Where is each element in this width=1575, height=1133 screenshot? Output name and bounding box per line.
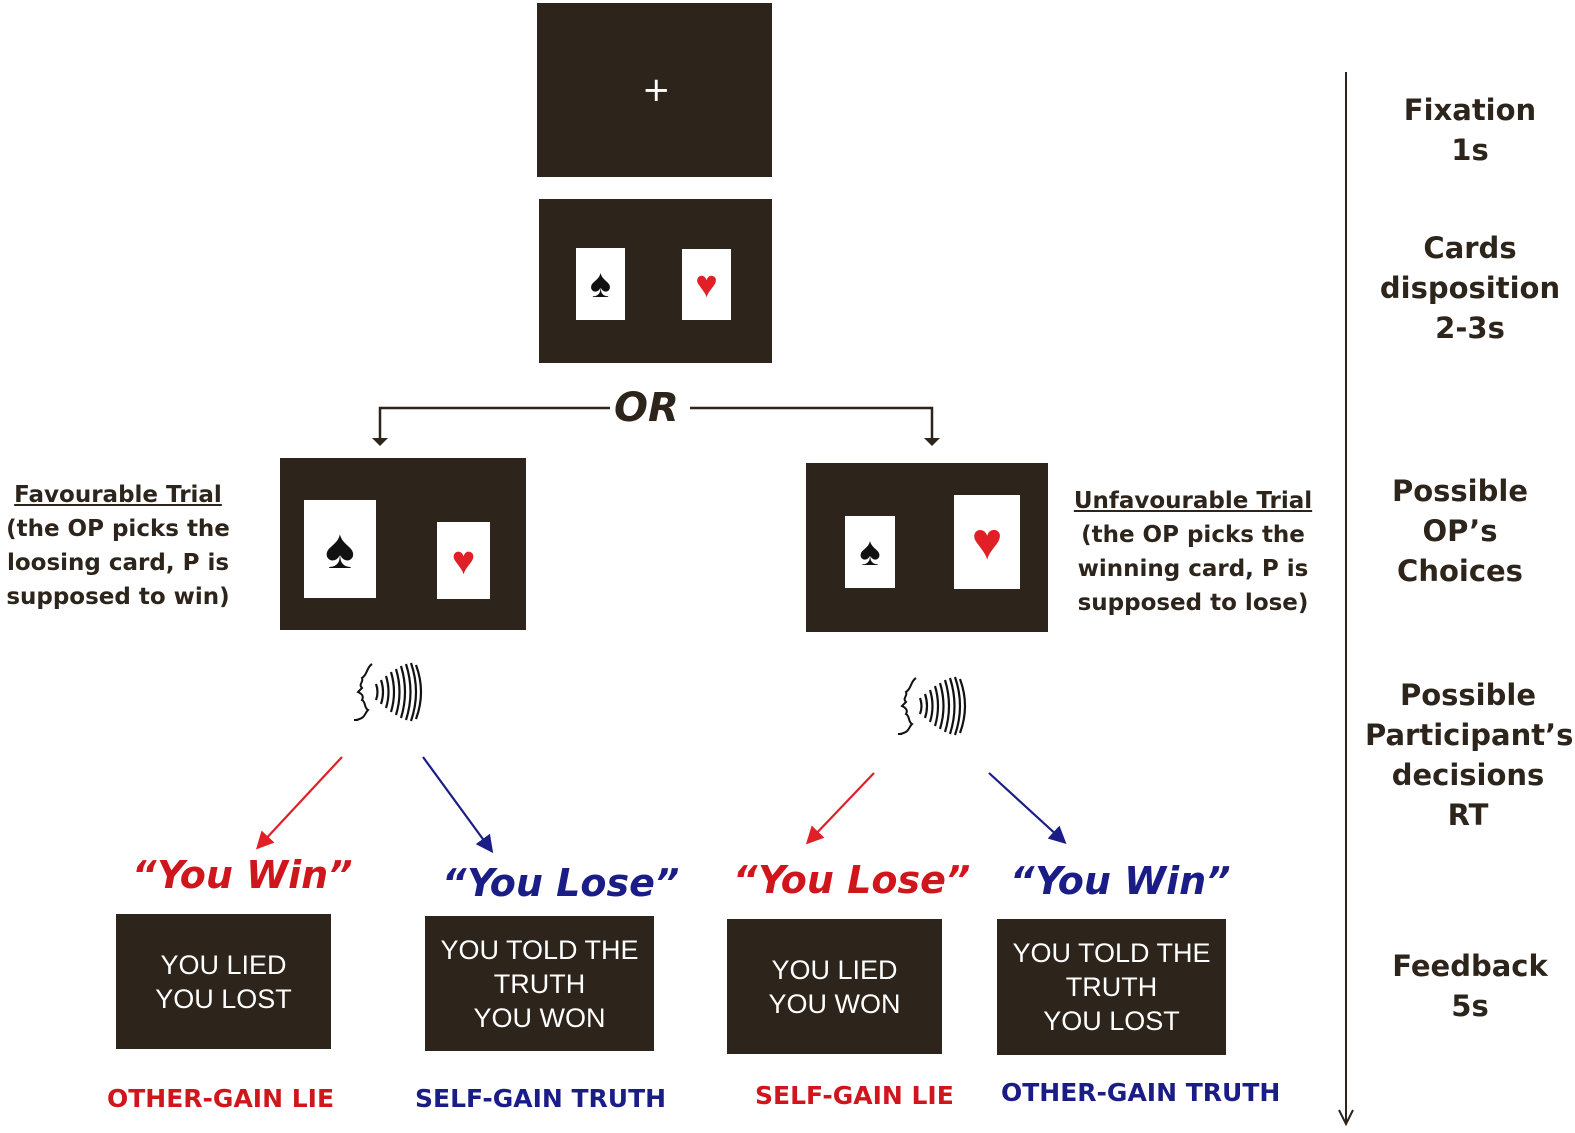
feedback-screen: YOU LIED YOU LOST: [116, 914, 331, 1049]
stage-label-line: 2-3s: [1435, 311, 1505, 345]
stage-label-line: 1s: [1451, 133, 1489, 167]
stage-label-line: Possible: [1399, 678, 1536, 712]
stage-label-line: disposition: [1379, 271, 1561, 305]
unfavourable-trial-screen: ♠ ♥: [806, 463, 1048, 632]
speaking-face-icon: [898, 676, 967, 736]
verbal-response-quote: “You Lose”: [442, 861, 680, 905]
unfavourable-trial-desc-line: winning card, P is: [1077, 556, 1309, 582]
stage-op-choices: Possible OP’s Choices: [1360, 471, 1560, 591]
stage-label-line: OP’s: [1422, 514, 1498, 548]
feedback-line: TRUTH: [1065, 972, 1158, 1002]
outcome-category-label: OTHER-GAIN TRUTH: [1001, 1078, 1281, 1107]
cards-disposition-screen: ♠ ♥: [539, 199, 772, 363]
stage-label-line: RT: [1447, 798, 1489, 832]
feedback-line: YOU LIED: [771, 955, 898, 985]
outcome-category-label: SELF-GAIN LIE: [755, 1081, 954, 1110]
unfavourable-trial-title: Unfavourable Trial: [1073, 488, 1313, 514]
feedback-screen: YOU TOLD THE TRUTH YOU WON: [425, 916, 654, 1051]
speaking-face-icon: [354, 662, 423, 722]
heart-icon: ♥: [971, 513, 1003, 571]
feedback-line: YOU LIED: [160, 950, 287, 980]
favourable-trial-desc-line: (the OP picks the: [6, 516, 230, 542]
heart-card: ♥: [437, 522, 490, 599]
feedback-screen: YOU TOLD THE TRUTH YOU LOST: [997, 919, 1226, 1055]
stage-label-line: Fixation: [1403, 93, 1537, 127]
timeline-arrow: [1338, 72, 1354, 1127]
stage-label-line: Feedback: [1392, 949, 1548, 983]
or-branch-lines: [372, 406, 940, 446]
fixation-screen: +: [537, 3, 772, 177]
favourable-trial-screen: ♠ ♥: [280, 458, 526, 630]
unfavourable-trial-desc-line: supposed to lose): [1077, 590, 1309, 616]
feedback-line: YOU TOLD THE: [1012, 938, 1211, 968]
feedback-line: YOU LOST: [155, 984, 292, 1014]
feedback-screen: YOU LIED YOU WON: [727, 919, 942, 1054]
stage-fixation: Fixation 1s: [1370, 90, 1570, 170]
verbal-response-quote: “You Win”: [1010, 859, 1231, 903]
outcome-category-label: OTHER-GAIN LIE: [107, 1084, 335, 1113]
feedback-line: YOU LOST: [1043, 1006, 1180, 1036]
stage-label-line: Possible: [1391, 474, 1528, 508]
heart-card-picked: ♥: [954, 495, 1020, 589]
favourable-trial-desc-line: supposed to win): [6, 584, 230, 610]
heart-icon: ♥: [695, 263, 718, 306]
stage-label-line: Cards: [1423, 231, 1517, 265]
spade-icon: ♠: [859, 530, 881, 574]
spade-card-picked: ♠: [304, 500, 376, 598]
favourable-trial-label: Favourable Trial (the OP picks the loosi…: [0, 478, 236, 614]
decision-arrows: [256, 756, 1067, 854]
heart-card: ♥: [682, 249, 731, 320]
verbal-response-quote: “You Win”: [132, 853, 353, 897]
arrow-truth-right: [988, 772, 1067, 844]
unfavourable-trial-desc-line: (the OP picks the: [1081, 522, 1305, 548]
unfavourable-trial-label: Unfavourable Trial (the OP picks the win…: [1066, 484, 1320, 620]
fixation-cross: +: [642, 70, 671, 110]
feedback-line: YOU TOLD THE: [440, 935, 639, 965]
spade-card: ♠: [576, 248, 625, 320]
stage-cards-disposition: Cards disposition 2-3s: [1370, 228, 1570, 348]
favourable-trial-title: Favourable Trial: [14, 482, 222, 508]
or-label: OR: [610, 388, 683, 428]
feedback-line: YOU WON: [768, 989, 901, 1019]
stage-label-line: decisions: [1391, 758, 1545, 792]
stage-label-line: Choices: [1397, 554, 1523, 588]
heart-icon: ♥: [451, 538, 476, 583]
feedback-line: YOU WON: [473, 1003, 606, 1033]
spade-card: ♠: [845, 516, 895, 588]
arrow-lie-left: [256, 756, 343, 850]
arrow-truth-left: [422, 756, 494, 854]
stage-label-line: 5s: [1451, 989, 1489, 1023]
stage-feedback: Feedback 5s: [1370, 946, 1570, 1026]
spade-icon: ♠: [589, 262, 612, 306]
favourable-trial-desc-line: loosing card, P is: [6, 550, 230, 576]
arrow-lie-right: [805, 772, 875, 845]
feedback-line: TRUTH: [493, 969, 586, 999]
stage-label-line: Participant’s: [1365, 718, 1574, 752]
stage-participant-decisions: Possible Participant’s decisions RT: [1365, 675, 1574, 835]
spade-icon: ♠: [325, 517, 355, 580]
verbal-response-quote: “You Lose”: [733, 858, 971, 902]
outcome-category-label: SELF-GAIN TRUTH: [415, 1084, 667, 1113]
